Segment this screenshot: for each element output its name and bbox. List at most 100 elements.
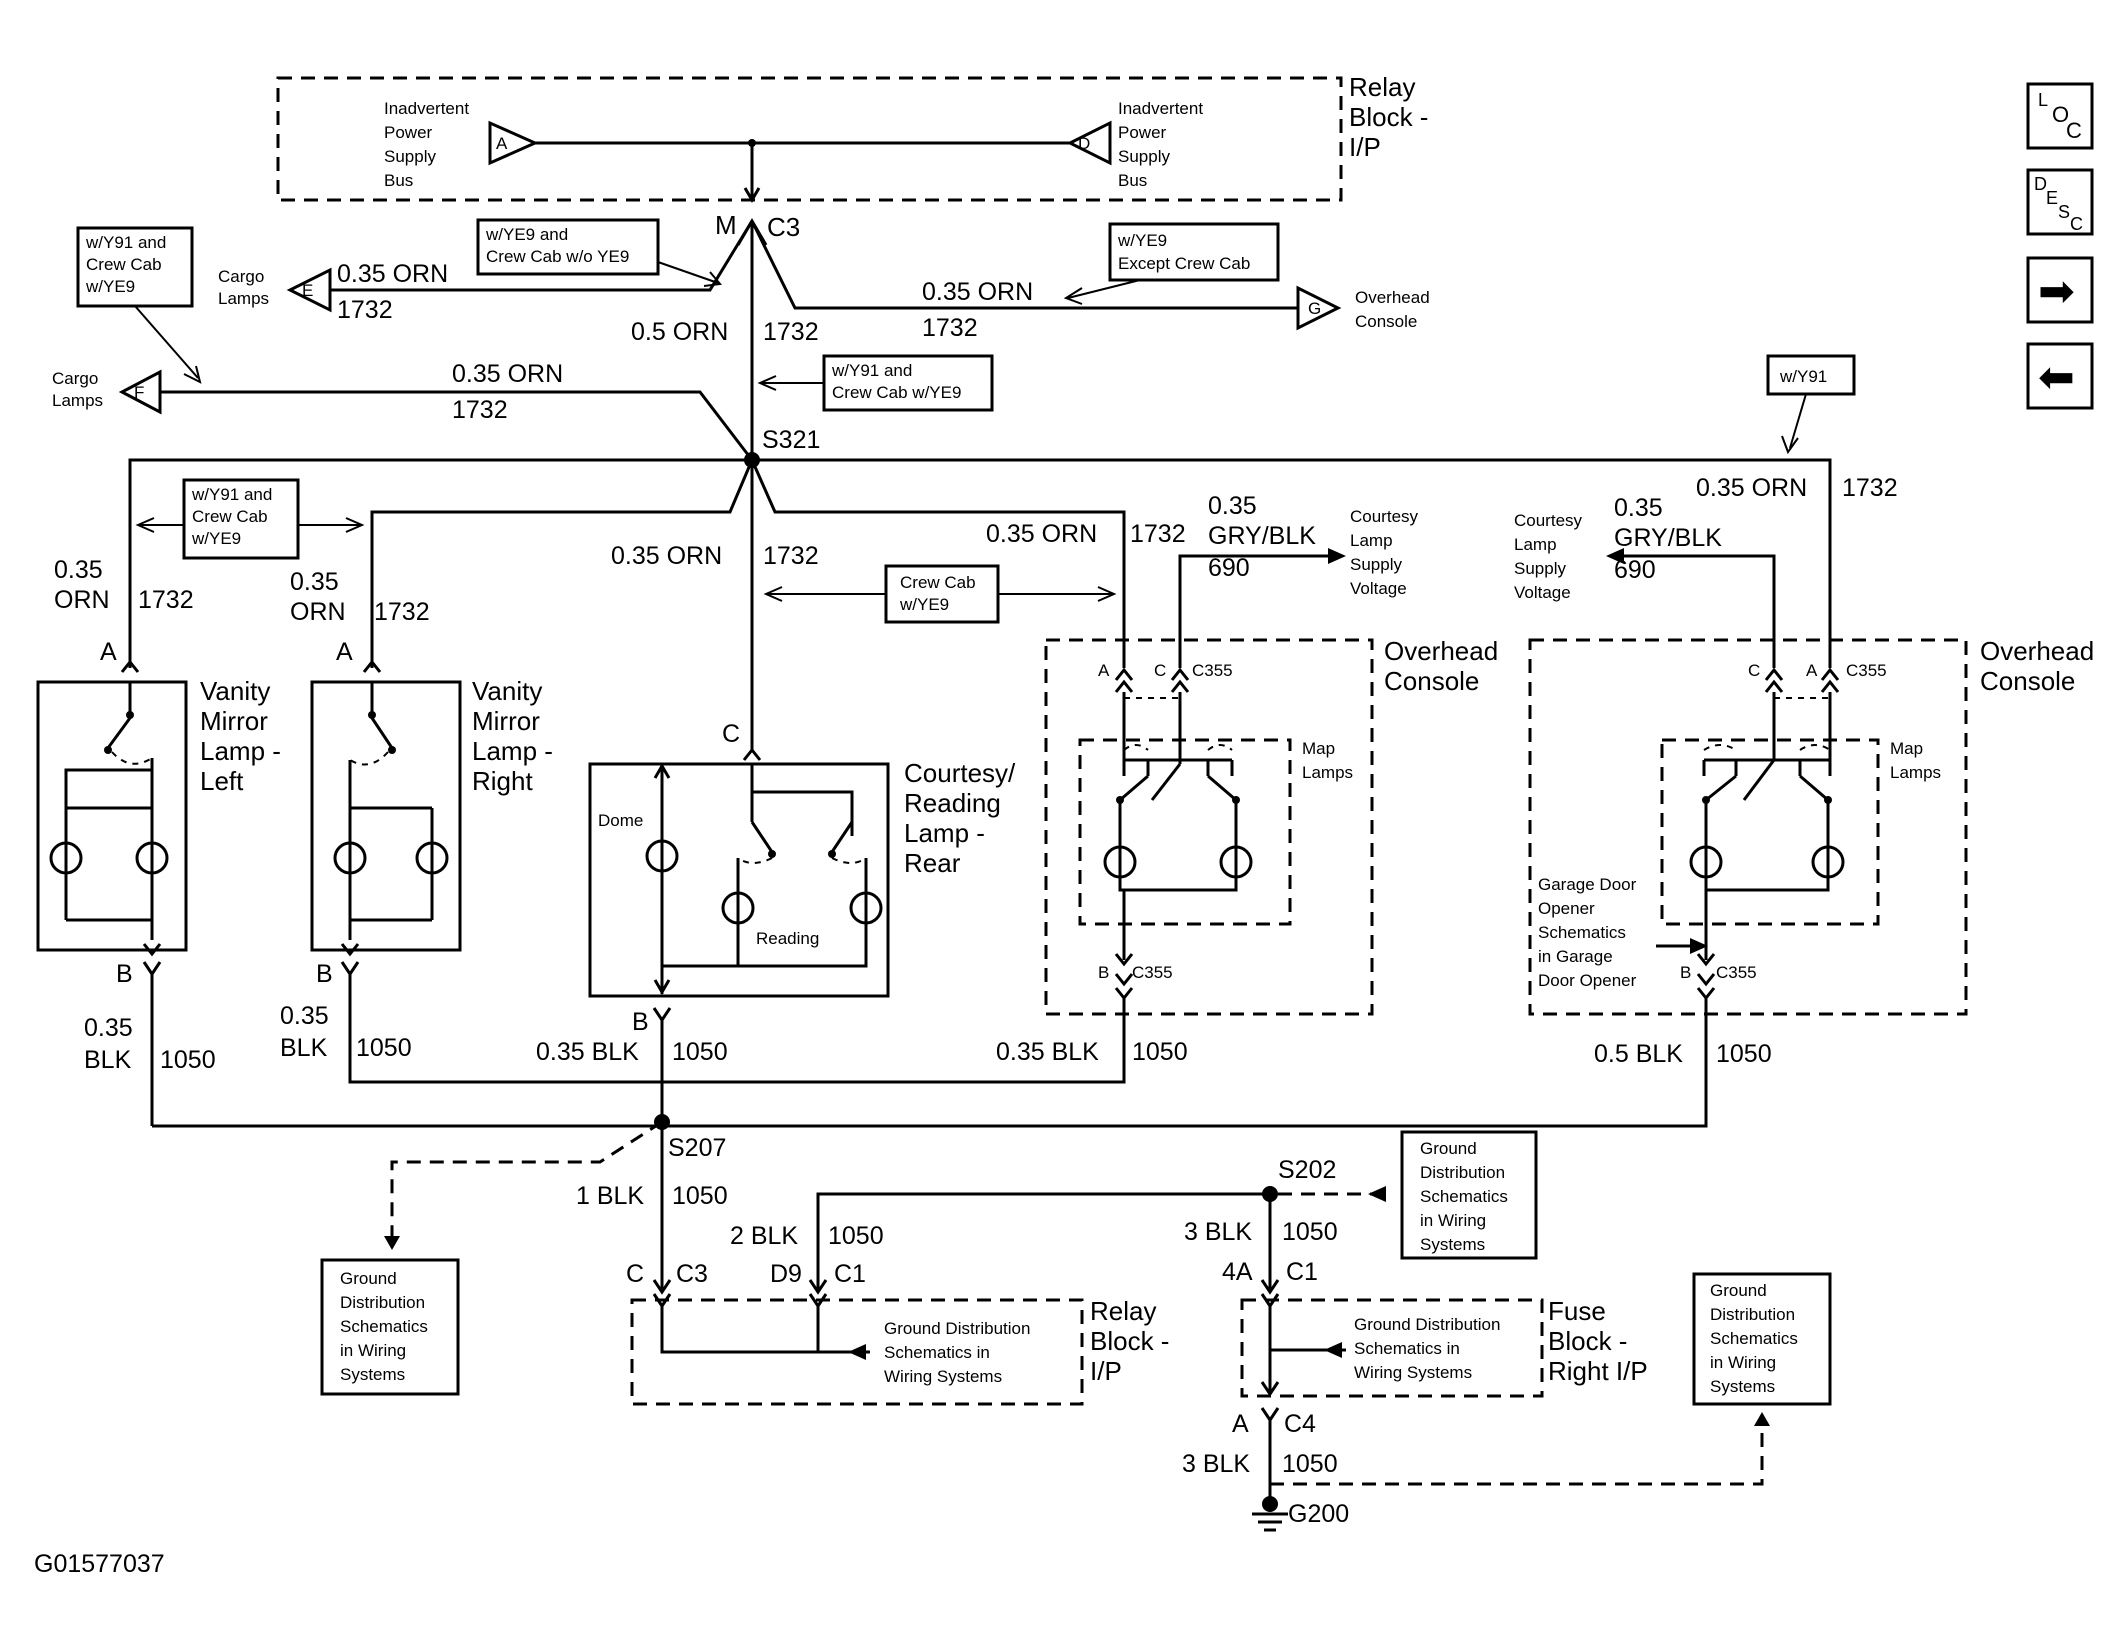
svg-text:Schematics: Schematics — [1710, 1329, 1798, 1348]
svg-text:A: A — [336, 638, 353, 666]
svg-text:Lamp -: Lamp - — [200, 736, 281, 766]
svg-text:Schematics in: Schematics in — [1354, 1339, 1460, 1358]
svg-text:w/YE9 and: w/YE9 and — [485, 225, 568, 244]
svg-text:0.35 ORN: 0.35 ORN — [337, 260, 448, 288]
svg-text:1050: 1050 — [672, 1182, 728, 1210]
svg-text:Lamp -: Lamp - — [472, 736, 553, 766]
svg-text:A: A — [1806, 661, 1818, 680]
svg-text:C: C — [626, 1260, 644, 1288]
svg-text:Courtesy: Courtesy — [1350, 507, 1419, 526]
next-arrow-icon: ➡ — [2038, 267, 2075, 316]
svg-text:Inadvertent: Inadvertent — [1118, 99, 1203, 118]
svg-text:Supply: Supply — [384, 147, 436, 166]
svg-text:Vanity: Vanity — [200, 676, 270, 706]
svg-text:Power: Power — [1118, 123, 1167, 142]
svg-text:B: B — [1098, 963, 1109, 982]
svg-text:A: A — [100, 638, 117, 666]
svg-text:C: C — [2066, 118, 2082, 143]
svg-text:S207: S207 — [668, 1134, 726, 1162]
svg-text:Courtesy/: Courtesy/ — [904, 758, 1016, 788]
svg-text:1732: 1732 — [138, 586, 194, 614]
svg-text:1732: 1732 — [452, 396, 508, 424]
svg-text:1050: 1050 — [1716, 1040, 1772, 1068]
svg-text:A: A — [1232, 1410, 1249, 1438]
svg-text:E: E — [302, 281, 313, 300]
overhead-console-g: Overhead — [1355, 288, 1430, 307]
svg-text:Schematics: Schematics — [1420, 1187, 1508, 1206]
connector-d-flag — [1066, 120, 1112, 166]
svg-text:Systems: Systems — [340, 1365, 405, 1384]
svg-text:C: C — [1154, 661, 1166, 680]
svg-text:Voltage: Voltage — [1514, 583, 1571, 602]
svg-text:C1: C1 — [1286, 1258, 1318, 1286]
svg-text:Bus: Bus — [1118, 171, 1147, 190]
svg-text:Vanity: Vanity — [472, 676, 542, 706]
svg-text:Lamp -: Lamp - — [904, 818, 985, 848]
svg-text:w/YE9: w/YE9 — [85, 277, 135, 296]
svg-text:Console: Console — [1355, 312, 1417, 331]
svg-text:1050: 1050 — [160, 1046, 216, 1074]
svg-text:0.35: 0.35 — [1208, 492, 1257, 520]
svg-text:G: G — [1308, 299, 1321, 318]
svg-text:Crew Cab: Crew Cab — [192, 507, 268, 526]
relay-block-top: Relay Block - I/P Inadvertent Power Supp… — [276, 72, 1428, 203]
svg-text:Reading: Reading — [756, 929, 819, 948]
svg-text:0.35 ORN: 0.35 ORN — [452, 360, 563, 388]
svg-text:E: E — [2046, 188, 2058, 208]
svg-text:0.35 ORN: 0.35 ORN — [611, 542, 722, 570]
svg-text:0.35: 0.35 — [54, 556, 103, 584]
inadvertent-right-label: Inadvertent Power Supply Bus — [1118, 99, 1203, 190]
svg-text:Overhead: Overhead — [1980, 636, 2094, 666]
svg-text:1732: 1732 — [763, 318, 819, 346]
svg-text:Lamps: Lamps — [218, 289, 269, 308]
prev-arrow-button[interactable]: ⬅ — [2026, 342, 2094, 410]
svg-text:C1: C1 — [834, 1260, 866, 1288]
connector-a-flag — [488, 120, 539, 166]
svg-text:w/YE9: w/YE9 — [191, 529, 241, 548]
svg-text:0.5 BLK: 0.5 BLK — [1594, 1040, 1683, 1068]
svg-text:Left: Left — [200, 766, 244, 796]
svg-text:B: B — [316, 960, 333, 988]
loc-button[interactable]: L O C — [2026, 82, 2094, 150]
svg-text:Ground: Ground — [340, 1269, 397, 1288]
svg-text:C355: C355 — [1716, 963, 1757, 982]
svg-text:D9: D9 — [770, 1260, 802, 1288]
svg-text:B: B — [1680, 963, 1691, 982]
svg-text:Systems: Systems — [1710, 1377, 1775, 1396]
svg-text:2 BLK: 2 BLK — [730, 1222, 798, 1250]
relay-block-label-3: I/P — [1349, 132, 1381, 162]
connector-a-label: A — [496, 134, 508, 153]
desc-button[interactable]: D E S C — [2026, 168, 2094, 236]
svg-text:Wiring Systems: Wiring Systems — [884, 1367, 1002, 1386]
svg-text:Lamps: Lamps — [1302, 763, 1353, 782]
svg-text:Opener: Opener — [1538, 899, 1595, 918]
svg-text:0.35: 0.35 — [84, 1014, 133, 1042]
svg-text:Courtesy: Courtesy — [1514, 511, 1583, 530]
svg-text:0.35: 0.35 — [1614, 494, 1663, 522]
svg-text:1732: 1732 — [763, 542, 819, 570]
svg-text:w/Y91 and: w/Y91 and — [191, 485, 272, 504]
trunk-top: M C3 E Cargo Lamps 0.35 ORN 1732 G Overh… — [52, 210, 1430, 461]
connector-f-flag — [118, 369, 162, 415]
svg-text:Crew Cab: Crew Cab — [86, 255, 162, 274]
svg-text:Garage Door: Garage Door — [1538, 875, 1637, 894]
svg-text:Voltage: Voltage — [1350, 579, 1407, 598]
svg-text:Console: Console — [1980, 666, 2075, 696]
svg-text:Supply: Supply — [1118, 147, 1170, 166]
c3-top-label: C3 — [767, 212, 800, 242]
svg-text:in Wiring: in Wiring — [340, 1341, 406, 1360]
svg-text:S321: S321 — [762, 426, 820, 454]
svg-text:1050: 1050 — [1282, 1450, 1338, 1478]
svg-text:Ground Distribution: Ground Distribution — [884, 1319, 1030, 1338]
svg-text:I/P: I/P — [1090, 1356, 1122, 1386]
inadvertent-left-label: Inadvertent Power Supply Bus — [384, 99, 469, 190]
svg-text:ORN: ORN — [54, 586, 110, 614]
pin-m-label: M — [715, 210, 737, 240]
svg-text:in Wiring: in Wiring — [1710, 1353, 1776, 1372]
svg-text:in Wiring: in Wiring — [1420, 1211, 1486, 1230]
svg-text:Lamp: Lamp — [1350, 531, 1393, 550]
connector-d-label: D — [1078, 134, 1090, 153]
svg-text:C: C — [1748, 661, 1760, 680]
next-arrow-button[interactable]: ➡ — [2026, 256, 2094, 324]
svg-text:Mirror: Mirror — [200, 706, 268, 736]
